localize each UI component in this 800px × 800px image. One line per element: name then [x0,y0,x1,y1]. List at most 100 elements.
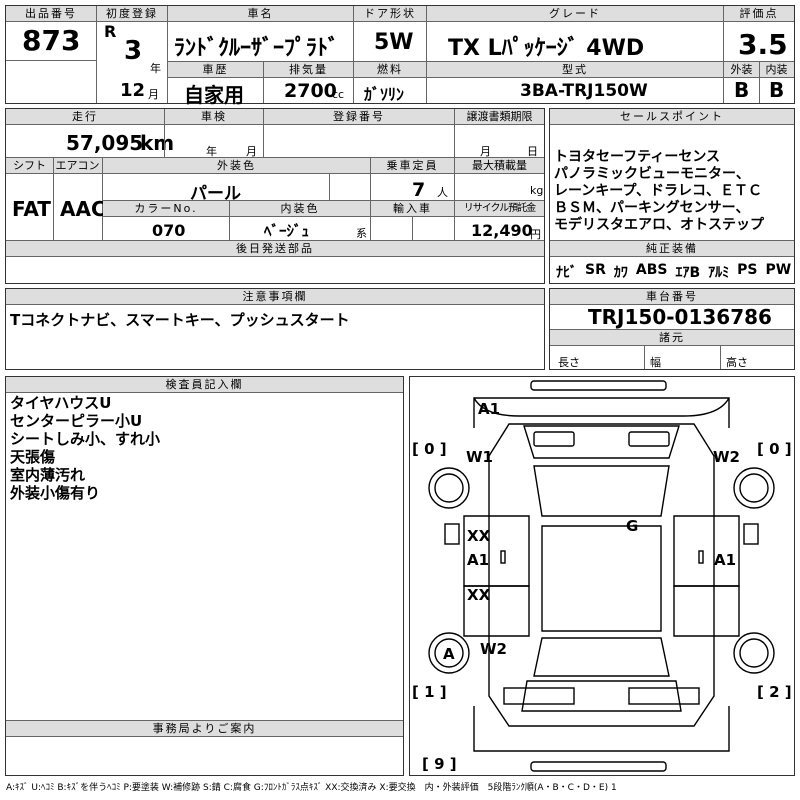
exterior-score: B [734,78,750,102]
maxload-label: 最大積載量 [455,158,544,174]
history: 自家用 [184,83,244,107]
capacity: 7 [412,179,426,201]
inspector-label: 検査員記入欄 [6,377,403,393]
recycle-unit: 円 [530,228,541,241]
int-color-unit: 系 [356,227,367,240]
car-diagram [428,380,775,772]
car-name: ﾗﾝﾄﾞｸﾙｰｻﾞｰﾌﾟﾗﾄﾞ [174,36,340,61]
notes-block [5,288,545,370]
grade: TX Lﾊﾟｯｹｰｼﾞ 4WD [448,36,645,61]
mark-front-right-wheel: W2 [713,448,740,466]
spec-block [5,108,545,284]
shift: FAT [12,197,51,221]
sales-block [549,108,795,284]
recycle-label: リサイクル預託金 [455,201,544,217]
door-type: 5W [374,30,414,55]
mark-rear-left-wheel: A [443,645,455,663]
inspector-note-line: 外装小傷有り [10,484,101,502]
mark-front-bumper: A1 [478,400,501,418]
color-label: 外装色 [103,158,370,174]
first-reg-label: 初度登録 [97,6,167,22]
sales-point-line: トヨタセーフティーセンス [554,149,721,165]
sales-point-line: ＢＳＭ、パーキングセンサー、 [554,200,750,216]
equipment-item: ｴｱB [675,265,701,281]
inspector-note-line: 室内薄汚れ [10,466,86,484]
capacity-unit: 人 [437,186,448,199]
sales-point-line: モデリスタエアロ、オトステップ [554,217,764,233]
fuel: ｶﾞｿﾘﾝ [364,85,405,104]
inspector-note-line: タイヤハウスU [10,394,112,412]
car-name-label: 車名 [168,6,353,22]
inspection-label: 車検 [165,109,263,125]
reg-month-unit: 月 [148,88,159,101]
interior-label: 内装 [759,62,794,78]
lot-label: 出品番号 [6,6,96,22]
notes-text: Tコネクトナビ、スマートキー、プッシュスタート [10,311,350,329]
reg-month: 12 [120,80,146,101]
mark-front-left-wheel: W1 [466,448,493,466]
lot-number: 873 [22,24,81,57]
chassis-number: TRJ150-0136786 [588,305,772,329]
model: 3BA-TRJ150W [520,81,648,101]
recycle-fee: 12,490 [471,221,533,240]
legend: A:ｷｽﾞ U:ﾍｺﾐ B:ｷｽﾞを伴うﾍｺﾐ P:要塗装 W:補修跡 S:錆 … [6,783,617,793]
inspector-note-line: センターピラー小U [10,412,143,430]
transfer-label: 譲渡書類期限 [455,109,544,125]
sales-points: トヨタセーフティーセンスパノラミックビューモニター、レーンキープ、ドラレコ、ＥＴ… [554,149,764,234]
reg-no-label: 登録番号 [264,109,454,125]
reg-year: 3 [124,36,143,66]
interior-score: B [769,78,785,102]
width-label: 幅 [650,356,661,369]
mileage-unit: km [140,131,175,155]
sales-point-line: パノラミックビューモニター、 [554,166,750,182]
displacement-label: 排気量 [264,62,353,78]
score: 3.5 [738,28,788,61]
color-no: 070 [152,221,186,240]
header-block [5,5,795,104]
grade-label: グレード [427,6,723,22]
bracket-rear-right: [ 2 ] [757,683,792,701]
sales-point-line: レーンキープ、ドラレコ、ＥＴＣ [554,183,763,199]
door-label: ドア形状 [354,6,426,22]
color-no-label: カラーNo. [103,201,229,217]
reg-year-unit: 年 [150,62,161,75]
mark-windshield: G [626,517,639,535]
transfer-month-unit: 月 [480,145,491,158]
mileage-label: 走行 [6,109,164,125]
fuel-label: 燃料 [354,62,426,78]
insp-month-unit: 月 [246,145,257,158]
later-parts-label: 後日発送部品 [6,241,544,257]
equipment-label: 純正装備 [550,241,794,257]
mark-rear-left-fender: W2 [480,640,507,658]
mark-left-rear-door: XX [467,586,491,604]
chassis-label: 車台番号 [550,289,794,305]
mileage: 57,095 [66,131,144,155]
ac: AAC [60,197,106,221]
displacement-unit: cc [332,88,345,101]
model-label: 型式 [427,62,723,78]
equipment-item: ABS [635,262,668,278]
sales-label: セールスポイント [550,109,794,125]
displacement: 2700 [284,80,337,102]
bracket-front-right: [ 0 ] [757,440,792,458]
height-label: 高さ [726,356,748,369]
mark-right-pillar: A1 [714,551,737,569]
ac-label: エアコン [53,158,102,174]
length-label: 長さ [558,356,580,369]
equipment-item: ｶﾜ [613,265,628,281]
diagram-block [409,376,795,776]
inspector-note-line: シートしみ小、すれ小 [10,430,161,448]
equipment-item: ﾅﾋﾞ [556,265,577,281]
equipment-item: PW [765,262,792,278]
chassis-block [549,288,795,370]
bracket-front-left: [ 0 ] [412,440,447,458]
exterior-label: 外装 [724,62,759,78]
capacity-label: 乗車定員 [371,158,454,174]
int-color: ﾍﾞｰｼﾞｭ [264,222,310,240]
spec-label: 諸元 [550,329,794,346]
body-color: パール [190,184,241,204]
inspector-note-line: 天張傷 [10,448,56,466]
inspector-block [5,376,404,776]
notes-label: 注意事項欄 [6,289,544,305]
